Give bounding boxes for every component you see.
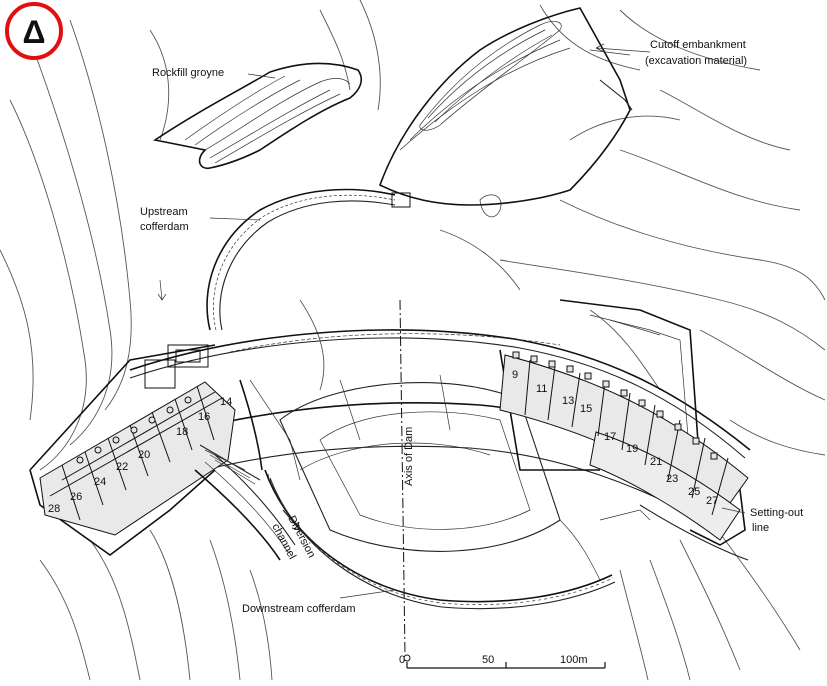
upstream-cofferdam (206, 188, 411, 331)
downstream-cofferdam (264, 469, 616, 610)
block-label: 22 (116, 461, 128, 473)
right-block-numbers: 9 11 13 15 17 19 21 23 25 27 (512, 369, 718, 507)
rockfill-groyne-label: Rockfill groyne (152, 67, 224, 79)
block-label: 28 (48, 503, 60, 515)
block-label: 24 (94, 476, 106, 488)
cutoff-embankment-sublabel: (excavation material) (645, 55, 747, 67)
block-label: 17 (604, 431, 616, 443)
block-label: 20 (138, 449, 150, 461)
setting-out-line-sublabel: line (752, 522, 769, 534)
block-label: 9 (512, 369, 518, 381)
downstream-cofferdam-label: Downstream cofferdam (242, 603, 356, 615)
left-gallery-markers (76, 396, 192, 464)
block-label: 27 (706, 495, 718, 507)
block-label: 25 (688, 486, 700, 498)
block-label: 26 (70, 491, 82, 503)
left-block-numbers: 28 26 24 22 20 18 16 14 (48, 396, 232, 515)
block-label: 13 (562, 395, 574, 407)
block-label: 19 (626, 443, 638, 455)
cutoff-embankment-label: Cutoff embankment (650, 39, 746, 51)
axis-of-dam: Axis of Dam (399, 299, 415, 656)
right-gallery-markers (512, 351, 718, 460)
left-dam-blocks (39, 381, 236, 536)
block-label: 18 (176, 426, 188, 438)
setting-out-line-label: Setting-out (750, 507, 803, 519)
scale-tick-label: 100m (560, 654, 588, 666)
upstream-cofferdam-sublabel: cofferdam (140, 221, 189, 233)
scale-tick-label: 50 (482, 654, 494, 666)
block-label: 16 (198, 411, 210, 423)
right-dam-blocks (499, 354, 749, 541)
leader-lines (157, 43, 746, 599)
block-label: 11 (536, 383, 547, 395)
block-label: 23 (666, 473, 678, 485)
block-label: 21 (650, 456, 662, 468)
block-label: 15 (580, 403, 592, 415)
diversion-channel (194, 379, 302, 561)
block-label: 14 (220, 396, 232, 408)
delta-badge-symbol: Δ (23, 14, 46, 50)
rockfill-groyne (152, 62, 362, 170)
intake-structure (144, 344, 209, 389)
upstream-cofferdam-label: Upstream (140, 206, 188, 218)
scale-tick-label: 0 (399, 654, 405, 666)
axis-of-dam-label: Axis of Dam (403, 427, 415, 486)
scale-bar: 0 50 100m (399, 654, 606, 669)
setting-out-line (599, 504, 749, 561)
cutoff-embankment (379, 7, 633, 206)
figure-badge: Δ (5, 2, 63, 60)
